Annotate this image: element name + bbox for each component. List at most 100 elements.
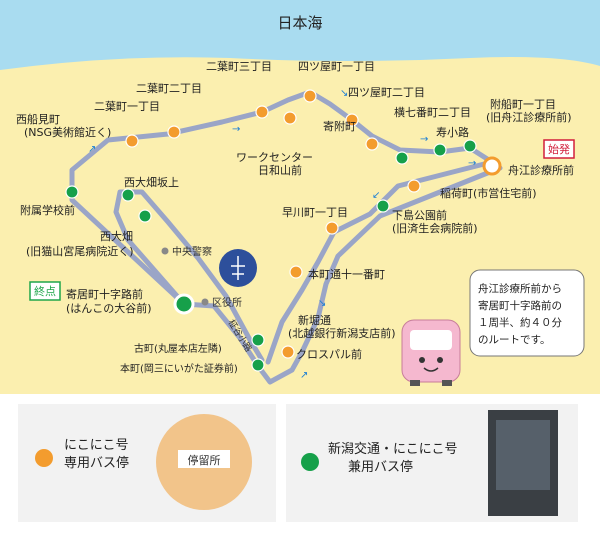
- shared-stop-sign-panel: [496, 420, 550, 490]
- police-label: 中央警察: [172, 245, 212, 258]
- arrow-icon: ↘: [340, 88, 348, 99]
- bus-wheel-icon: [442, 380, 452, 386]
- arrow-icon: ↗: [88, 144, 96, 155]
- stop-labels: 西船見町(NSG美術館近く) 二葉町一丁目 二葉町二丁目 二葉町三丁目 四ツ屋町…: [16, 59, 574, 375]
- stop-label-line: 西船見町: [16, 112, 60, 126]
- callout-line: のルートです。: [478, 334, 550, 346]
- legend-orange-label: にこにこ号専用バス停: [64, 438, 129, 471]
- bus-stop-futaba3[interactable]: [255, 105, 269, 119]
- stop-label-line: (はんこの大谷前): [66, 301, 152, 315]
- start-badge: [543, 139, 575, 159]
- stop-label-line: (北越銀行新潟支店前): [288, 326, 396, 340]
- bus-stop-worklife[interactable]: [283, 111, 297, 125]
- bus-stop-hayakawa1[interactable]: [325, 221, 339, 235]
- bus-stop-funae-start[interactable]: [482, 156, 502, 176]
- stop-label-funae: 舟江診療所前: [508, 163, 574, 177]
- legend-line: 専用バス停: [64, 455, 129, 471]
- bus-stop-shimoshima[interactable]: [376, 199, 390, 213]
- stop-label-fusen1: 附船町一丁目(旧舟江診療所前): [486, 97, 572, 124]
- stop-label-honcho: 本町(岡三にいがた証券前): [120, 362, 238, 375]
- bus-stop-terminal[interactable]: [173, 293, 195, 315]
- stop-label-line: 附船町一丁目: [490, 97, 556, 111]
- stop-label-nishiohata-saka: 西大畑坂上: [124, 175, 179, 189]
- stop-label-yokoshichi2: 横七番町二丁目: [394, 105, 471, 119]
- legend-line: 兼用バス停: [348, 459, 413, 475]
- bus-smile-icon: [423, 367, 439, 372]
- stop-label-line: (NSG美術館近く): [24, 125, 111, 139]
- bus-stop-futaba1[interactable]: [125, 134, 139, 148]
- arrow-icon: →: [468, 158, 476, 169]
- stop-label-yoriicho-cross: 寄居町十字路前(はんこの大谷前): [66, 287, 152, 315]
- bus-stop-honcho11[interactable]: [289, 265, 303, 279]
- stop-label-nishi-funamiguchi: 西船見町(NSG美術館近く): [16, 112, 111, 139]
- stop-label-honcho11: 本町通十一番町: [308, 267, 385, 281]
- stop-label-nishiohata: 西大畑(旧猫山宮尾病院近く): [26, 229, 134, 258]
- legend-green-dot: [301, 453, 319, 471]
- bus-eye-icon: [437, 357, 443, 363]
- legend-line: にこにこ号: [64, 438, 128, 453]
- start-badge-text: 始発: [548, 142, 570, 156]
- bus-window: [410, 330, 452, 350]
- stop-label-shinbori: 新堀通(北越銀行新潟支店前): [288, 313, 396, 340]
- bus-stop-futaba2[interactable]: [167, 125, 181, 139]
- bus-stop-fuzoku[interactable]: [65, 185, 79, 199]
- stop-label-yorii: 寄附町: [323, 119, 356, 133]
- info-callout: [469, 269, 585, 357]
- arrow-icon: ↙: [372, 190, 380, 201]
- bus-stop-sign-plate: [178, 450, 230, 468]
- bus-stop-yotsuya2[interactable]: [345, 113, 359, 127]
- callout-line: １周半、約４０分: [478, 316, 562, 329]
- ward-office-label: 区役所: [212, 296, 242, 309]
- stop-label-line: ワークセンター: [236, 151, 313, 164]
- emblem-icon: [231, 256, 245, 280]
- end-badge-text: 終点: [34, 284, 56, 298]
- legend-green-label: 新潟交通・にこにこ号兼用バス停: [328, 441, 457, 475]
- stop-label-futaba1: 二葉町一丁目: [94, 99, 160, 113]
- bus-stop-furumachi[interactable]: [251, 333, 265, 347]
- direction-arrows: ↗ → ↘ → ↙ ↘ → ↗: [88, 88, 476, 381]
- arrow-icon: →: [232, 124, 240, 135]
- end-badge: [29, 281, 61, 301]
- bus-stop-sign-text: 停留所: [188, 453, 221, 467]
- stop-label-crosspal: クロスパル前: [296, 347, 362, 361]
- bus-body: [401, 319, 461, 383]
- stop-label-line: (旧舟江診療所前): [486, 110, 572, 124]
- stop-label-yotsuya2: 四ツ屋町二丁目: [348, 86, 425, 99]
- orange-stops: [125, 89, 421, 359]
- stop-label-futaba2: 二葉町二丁目: [136, 81, 202, 95]
- stop-label-yotsuya1: 四ツ屋町一丁目: [298, 60, 375, 73]
- bus-stop-yorii[interactable]: [365, 137, 379, 151]
- stop-label-shimoshima: 下島公園前(旧済生会病院前): [392, 208, 478, 235]
- bus-wheel-icon: [410, 380, 420, 386]
- bus-stop-fusen1[interactable]: [463, 139, 477, 153]
- sea-area: [0, 0, 600, 70]
- bus-eye-icon: [419, 357, 425, 363]
- bus-stop-yokoshichi2[interactable]: [395, 151, 409, 165]
- bus-stop-nishiohata[interactable]: [138, 209, 152, 223]
- bus-stop-inari[interactable]: [407, 179, 421, 193]
- bus-stop-kotobukikoji[interactable]: [433, 143, 447, 157]
- stop-label-fuzoku: 附属学校前: [20, 203, 75, 217]
- info-callout-text: 舟江診療所前から寄居町十字路前の１周半、約４０分のルートです。: [478, 282, 562, 346]
- callout-line: 舟江診療所前から: [478, 282, 562, 295]
- stop-label-line: 下島公園前: [392, 208, 447, 222]
- arrow-icon: ↗: [300, 370, 308, 381]
- stop-label-inari: 稲荷町(市営住宅前): [440, 186, 537, 200]
- legend-orange-dot: [35, 449, 53, 467]
- bus-stop-honcho[interactable]: [251, 358, 265, 372]
- bus-stop-nishiohata-saka[interactable]: [121, 188, 135, 202]
- sea-label: 日本海: [277, 14, 322, 32]
- bus-stop-crosspal[interactable]: [281, 345, 295, 359]
- ward-office-marker: [201, 298, 209, 306]
- stop-label-line: 日和山前: [258, 163, 302, 177]
- stop-label-hayakawa1: 早川町一丁目: [282, 206, 348, 219]
- legend-line: 新潟交通・にこにこ号: [328, 441, 457, 457]
- stop-label-kotobukikoji: 寿小路: [436, 125, 469, 139]
- bus-stop-yotsuya1[interactable]: [303, 89, 317, 103]
- bus-mascot: [401, 319, 461, 386]
- police-marker: [161, 247, 169, 255]
- arrow-icon: →: [420, 134, 428, 145]
- stop-label-line: 新堀通: [298, 313, 331, 327]
